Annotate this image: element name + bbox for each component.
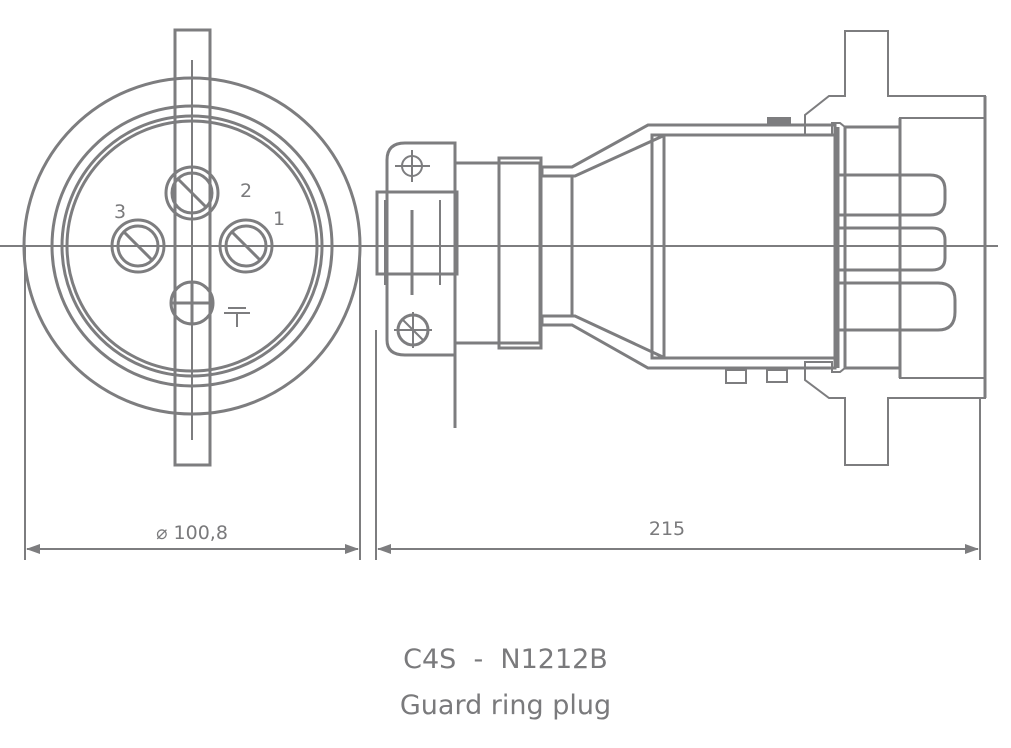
- latch-bottom-1: [725, 369, 747, 384]
- cable-clamp: [385, 141, 457, 428]
- gland-ring: [497, 156, 543, 350]
- contact-pin-bottom: [836, 281, 957, 332]
- pin-1-label: 1: [273, 208, 285, 230]
- shell-top: [540, 123, 837, 178]
- contact-pin-top: [836, 173, 947, 217]
- latch-top: [767, 117, 791, 125]
- length-label: 215: [649, 518, 685, 540]
- pin-3: [110, 218, 166, 274]
- mounting-tab: [173, 28, 212, 467]
- flange-bottom: [804, 361, 986, 466]
- pin-1: [218, 218, 274, 274]
- screw-top-icon: [395, 150, 430, 182]
- product-description: Guard ring plug: [399, 690, 612, 721]
- clamp-bar: [375, 190, 459, 276]
- screw-bottom-icon: [394, 312, 432, 348]
- front-view: 2 3 1: [0, 28, 375, 467]
- model-number: C4S - N1212B: [403, 644, 608, 675]
- shell-bottom: [540, 314, 837, 370]
- pin-2: [164, 165, 220, 221]
- diameter-label: ⌀ 100,8: [156, 522, 228, 544]
- earth-pin: [169, 280, 215, 326]
- pin-3-label: 3: [114, 201, 126, 223]
- earth-icon: [224, 307, 250, 327]
- flange-top: [804, 30, 986, 136]
- contact-pin-middle: [836, 226, 947, 272]
- side-view: [375, 30, 998, 466]
- latch-bottom-2: [766, 369, 788, 383]
- dimensions: ⌀ 100,8 215: [24, 246, 981, 560]
- socket-inner: [843, 125, 902, 370]
- pin-2-label: 2: [240, 180, 252, 202]
